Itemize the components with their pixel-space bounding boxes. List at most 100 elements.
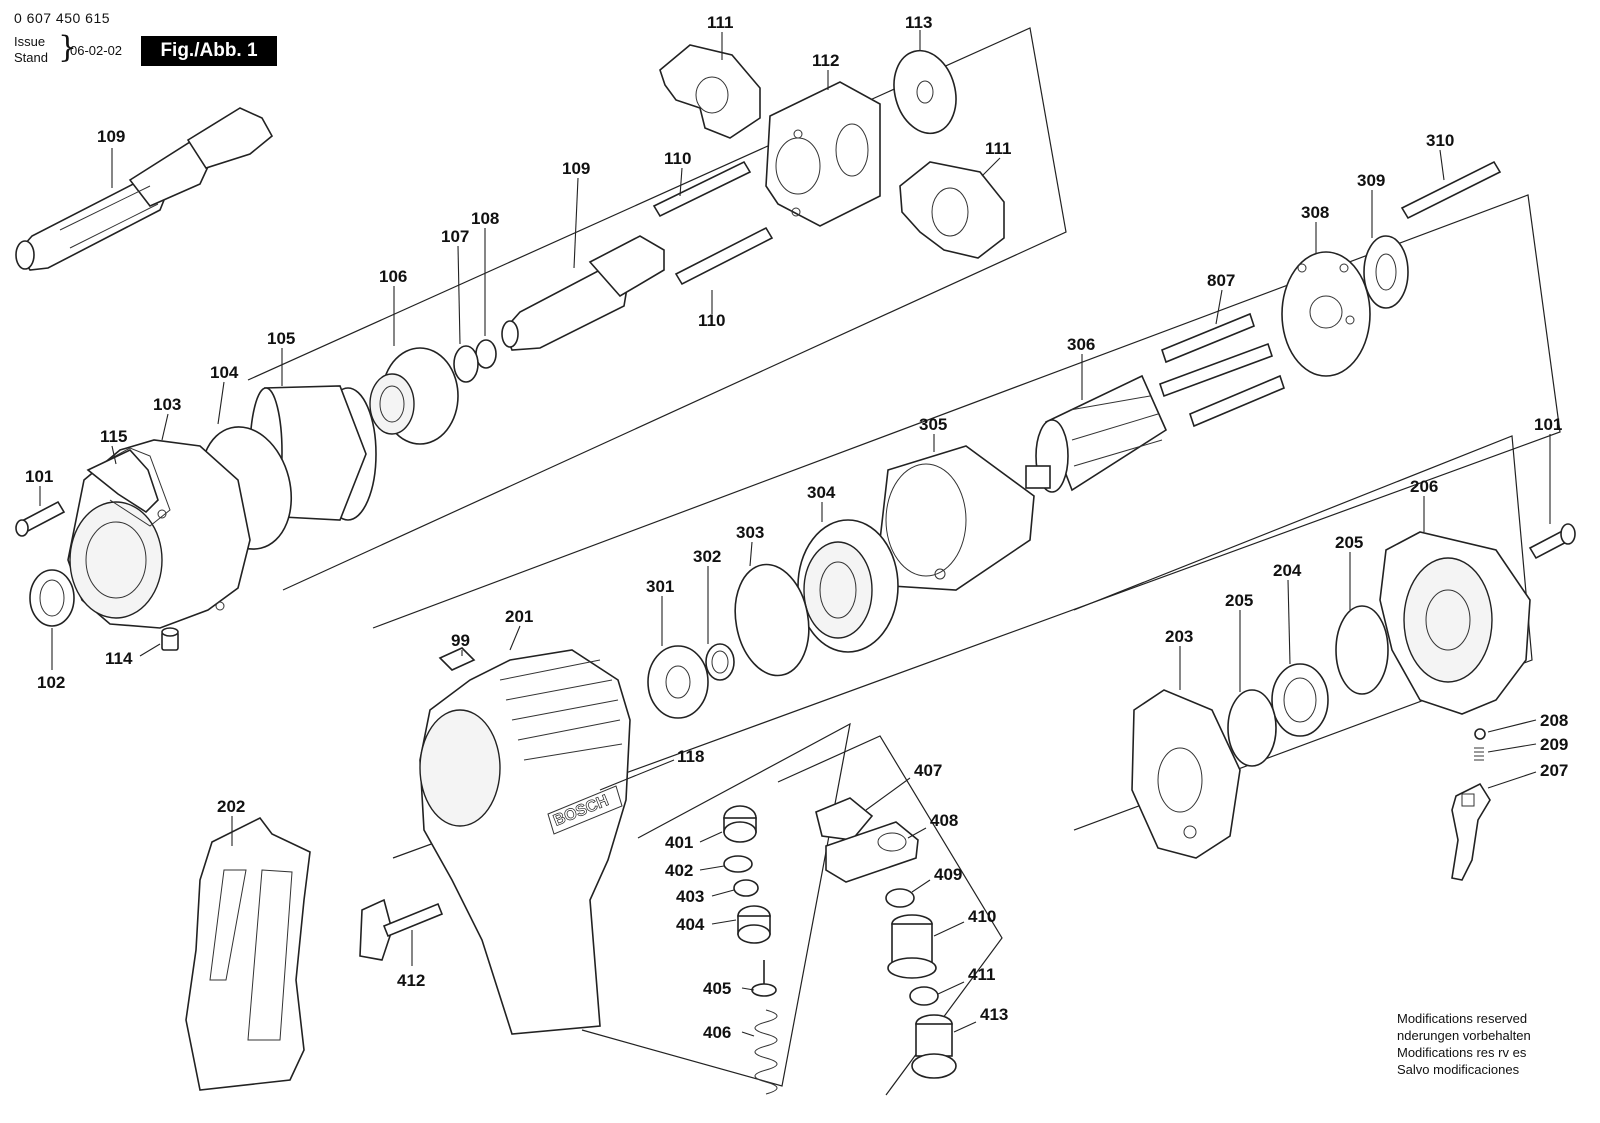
leader-310 — [1439, 149, 1445, 181]
label-102: 102 — [37, 673, 65, 692]
part-412-trigger — [359, 898, 444, 961]
part-201-main-housing — [419, 649, 631, 1035]
part-112-hammer-cage — [765, 81, 881, 227]
part-310-pin — [1400, 160, 1502, 220]
label-409: 409 — [934, 865, 962, 884]
leader-408 — [907, 827, 927, 839]
leader-104 — [217, 381, 225, 425]
label-99: 99 — [451, 631, 470, 650]
part-109-anvil-middle — [501, 235, 665, 351]
part-101-screw-left — [15, 500, 66, 537]
label-103: 103 — [153, 395, 181, 414]
leader-807 — [1215, 289, 1223, 325]
part-99-label-plate — [438, 647, 476, 671]
label-101a: 101 — [25, 467, 53, 486]
part-401-valve-seat — [723, 805, 757, 843]
leader-404 — [711, 919, 737, 925]
part-110-pin-top — [652, 160, 752, 218]
part-115-plate — [86, 449, 159, 514]
leader-204 — [1287, 579, 1291, 665]
label-304: 304 — [807, 483, 836, 502]
leader-303 — [749, 541, 753, 567]
notice-line-es: Salvo modificaciones — [1397, 1062, 1520, 1077]
label-114: 114 — [105, 649, 133, 668]
label-408: 408 — [930, 811, 958, 830]
part-107-ring — [453, 345, 479, 383]
part-209-spring — [1474, 747, 1484, 761]
label-411: 411 — [968, 965, 995, 984]
label-108: 108 — [471, 209, 499, 228]
group-boundary-lines — [247, 27, 1561, 1096]
part-406-spring — [754, 1009, 778, 1095]
label-402: 402 — [665, 861, 693, 880]
part-111-clutch-half-top — [659, 44, 761, 139]
part-207-reverse-lever — [1451, 782, 1491, 881]
leader-208 — [1487, 719, 1537, 733]
label-405: 405 — [703, 979, 731, 998]
part-308-end-plate — [1281, 251, 1371, 377]
label-110b: 110 — [698, 311, 725, 330]
leader-103 — [161, 413, 169, 441]
leader-209 — [1487, 743, 1537, 753]
label-113: 113 — [905, 13, 932, 32]
leader-413 — [953, 1021, 977, 1033]
notice-line-de: nderungen vorbehalten — [1397, 1028, 1531, 1043]
leader-405 — [741, 987, 755, 991]
part-411-o-ring — [909, 986, 939, 1006]
label-301: 301 — [646, 577, 674, 596]
label-109a: 109 — [97, 127, 125, 146]
label-109b: 109 — [562, 159, 590, 178]
leader-111b — [981, 157, 1001, 177]
part-205-o-ring-left — [1227, 689, 1277, 767]
part-208-ball — [1474, 728, 1486, 740]
label-306: 306 — [1067, 335, 1095, 354]
leader-409 — [911, 879, 931, 893]
notice-line-fr: Modifications res rv es — [1397, 1045, 1527, 1060]
leader-410 — [933, 921, 965, 937]
figure-badge: Fig./Abb. 1 — [141, 36, 277, 66]
stand-label: Stand — [14, 50, 48, 65]
label-403: 403 — [676, 887, 704, 906]
label-105: 105 — [267, 329, 295, 348]
part-408-diffuser-plate — [825, 821, 919, 883]
part-404-bushing — [737, 905, 771, 944]
label-410: 410 — [968, 907, 996, 926]
label-309: 309 — [1357, 171, 1385, 190]
label-407: 407 — [914, 761, 942, 780]
leader-407 — [865, 777, 911, 811]
label-118: 118 — [677, 747, 704, 766]
label-115: 115 — [100, 427, 127, 446]
part-309-bearing — [1363, 235, 1409, 309]
label-209: 209 — [1540, 735, 1568, 754]
label-111a: 111 — [707, 13, 734, 32]
label-404: 404 — [676, 915, 705, 934]
label-205b: 205 — [1225, 591, 1253, 610]
issue-stand-labels: Issue Stand — [14, 34, 48, 66]
part-303-o-ring — [734, 563, 810, 677]
label-310: 310 — [1426, 131, 1454, 150]
issue-date: 06-02-02 — [70, 43, 123, 58]
label-303: 303 — [736, 523, 764, 542]
part-304-front-plate — [797, 519, 899, 653]
issue-label: Issue — [14, 34, 46, 49]
part-206-rear-cover — [1379, 531, 1531, 715]
leader-201 — [509, 625, 521, 651]
part-labels: 109 111 112 113 109 110 111 110 108 107 … — [25, 13, 1568, 1042]
label-107: 107 — [441, 227, 469, 246]
leader-115 — [111, 445, 117, 465]
label-308: 308 — [1301, 203, 1329, 222]
part-402-o-ring — [723, 855, 753, 873]
part-301-bearing — [647, 645, 709, 719]
label-204: 204 — [1273, 561, 1302, 580]
leader-110a — [679, 167, 683, 197]
label-203: 203 — [1165, 627, 1193, 646]
leader-403 — [711, 889, 735, 897]
label-208: 208 — [1540, 711, 1568, 730]
label-110a: 110 — [664, 149, 691, 168]
label-106: 106 — [379, 267, 407, 286]
part-113-washer — [893, 49, 957, 135]
notice-line-en: Modifications reserved — [1397, 1011, 1528, 1026]
part-203-gasket — [1131, 689, 1241, 859]
label-207: 207 — [1540, 761, 1568, 780]
